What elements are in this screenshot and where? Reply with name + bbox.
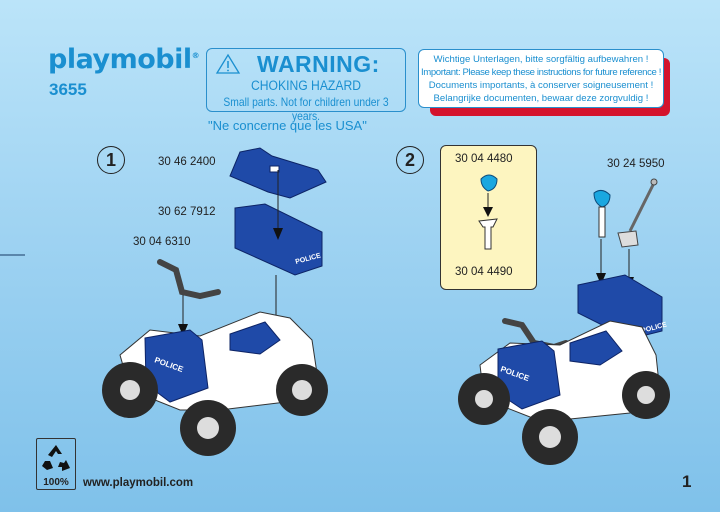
notice-line-nl: Belangrijke documenten, bewaar deze zorg… [433,93,649,104]
siren-light-icon [478,174,498,250]
sub-assembly-inset: 30 04 4480 30 04 4490 [440,145,537,290]
part-number: 30 04 4490 [455,266,513,278]
playmobil-logo: playmobil® [48,44,200,75]
step-1-illustration: POLICE POLICE [102,147,328,456]
notice-line-en: Important: Please keep these instruction… [421,67,661,78]
police-box-icon: POLICE [577,274,668,340]
part-number: 30 62 7912 [158,206,216,218]
warning-triangle-icon [215,53,241,74]
police-box-icon: POLICE [234,203,323,276]
part-number: 30 04 4480 [455,153,513,165]
step-2-number: 2 [396,146,424,174]
recycled-paper-badge: 100% [36,438,76,490]
product-number: 3655 [49,80,87,99]
notice-line-fr: Documents importants, à conserver soigne… [428,80,654,91]
website-url[interactable]: www.playmobil.com [83,477,194,489]
siren-light-icon [593,189,611,238]
warning-title: WARNING: [257,51,380,77]
recycle-percent: 100% [43,477,69,488]
keep-instructions-notice: Wichtige Unterlagen, bitte sorgfältig au… [418,49,664,108]
part-number: 30 24 5950 [607,158,665,170]
page-number: 1 [682,472,692,491]
part-number: 30 46 2400 [158,156,216,168]
usa-note: "Ne concerne que les USA" [208,118,367,133]
recycle-icon [42,445,70,471]
antenna-icon [617,178,658,248]
page-fold-mark [0,254,25,256]
choking-warning-box: WARNING: CHOKING HAZARD Small parts. Not… [206,48,406,123]
step-1-number: 1 [97,146,125,174]
warning-detail: Small parts. Not for children under 3 ye… [223,95,389,123]
part-number: 30 04 6310 [133,236,191,248]
warning-subtitle: CHOKING HAZARD [250,78,362,93]
step-2-illustration: POLICE POLICE [458,178,670,465]
notice-line-de: Wichtige Unterlagen, bitte sorgfältig au… [433,54,649,65]
